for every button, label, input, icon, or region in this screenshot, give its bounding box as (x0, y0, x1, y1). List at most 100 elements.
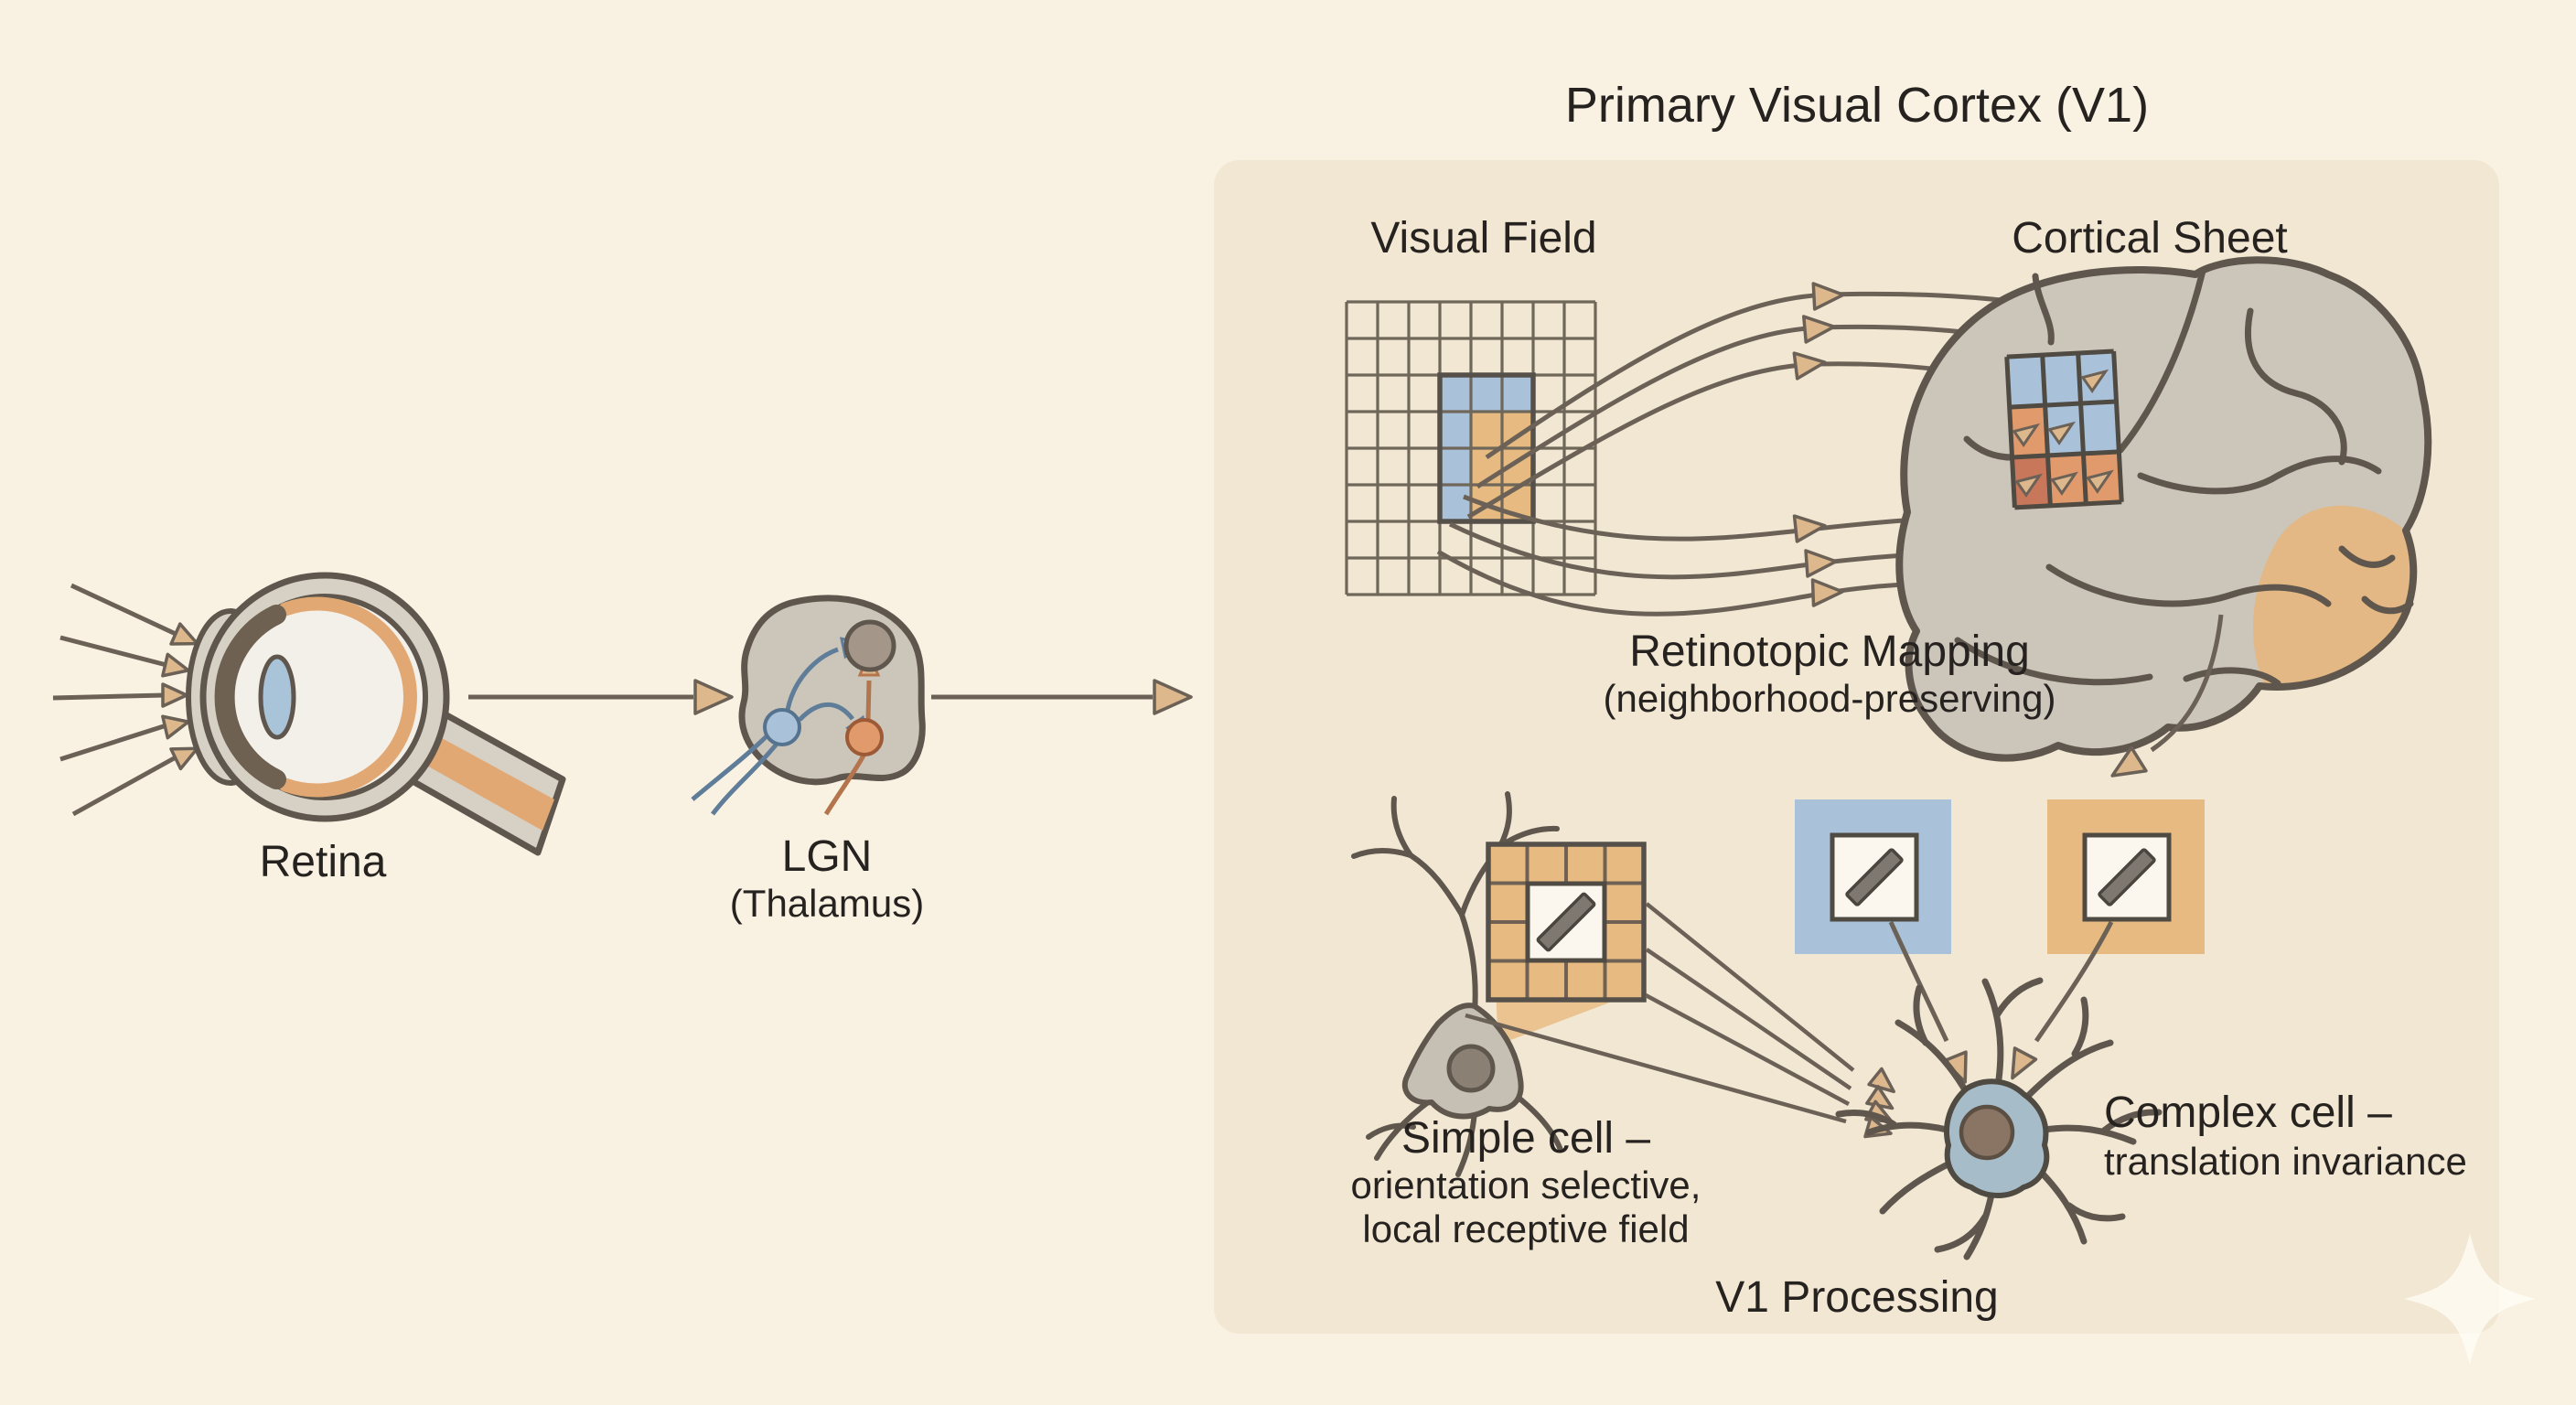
cortical-sheet-label: Cortical Sheet (2012, 214, 2287, 263)
lens (258, 654, 296, 740)
lgn-cell-orange (845, 718, 884, 756)
patch-arrowhead-icon (2080, 369, 2109, 393)
simple-cell-desc2: local receptive field (1362, 1207, 1689, 1250)
patch-line (2014, 499, 2122, 510)
retina-label: Retina (260, 838, 387, 886)
patch-arrowhead-icon (2050, 471, 2078, 496)
brain-gyri (1954, 267, 2414, 687)
complex-stimulus-orange (2047, 799, 2205, 954)
connection-line (1645, 948, 1852, 1090)
oriented-bar-icon (2098, 848, 2156, 906)
arrowhead-icon (1153, 679, 1193, 715)
patch-line (2040, 354, 2053, 507)
simple-cell-receptive-field (1486, 842, 1647, 1003)
lgn-internal-arrow (785, 647, 839, 711)
visual-field-highlight-border (1437, 372, 1536, 524)
arrowhead-icon (161, 682, 188, 708)
patch-arrowhead-icon (2012, 423, 2041, 447)
arrowhead-icon (2110, 745, 2148, 778)
complex-cell-neuron (1835, 977, 2163, 1260)
cortical-patch-arrowheads (2012, 369, 2114, 498)
brain-outline (1895, 256, 2432, 762)
cortical-patch-cells (2006, 351, 2122, 508)
connection-line (1645, 902, 1855, 1072)
grid-cell-blue (1440, 448, 1471, 485)
lgn-illustration (691, 595, 926, 816)
patch-line (2076, 352, 2088, 504)
patch-line (2012, 449, 2120, 460)
arrowhead-icon (1811, 282, 1845, 311)
arrowhead-icon (169, 746, 199, 771)
eye-illustration (186, 572, 566, 856)
grid-cell-blue (1440, 412, 1471, 448)
mapping-label: Retinotopic Mapping (1629, 627, 2030, 676)
arrowhead-icon (161, 652, 190, 678)
patch-cell-blue (2042, 353, 2081, 406)
light-ray (59, 723, 167, 762)
v1-processing-label: V1 Processing (1715, 1273, 1999, 1322)
arrowhead-icon (1804, 549, 1838, 578)
grid-cell-tan (1471, 412, 1502, 448)
arrowhead-icon (1810, 578, 1844, 607)
lgn-input-fiber-blue (691, 730, 773, 801)
patch-line (2111, 350, 2124, 502)
lgn-input-fiber-blue (711, 741, 779, 816)
retina-layer (278, 596, 417, 798)
lgn-sublabel: (Thalamus) (730, 882, 924, 925)
complex-stimulus-blue (1795, 799, 1951, 954)
oriented-bar-icon (1536, 892, 1596, 952)
mapping-sublabel: (neighborhood-preserving) (1604, 677, 2056, 720)
patch-line (2009, 399, 2117, 410)
grid-cell-blue (1440, 485, 1471, 521)
optic-nerve-core (402, 723, 554, 831)
arrowhead-icon (1867, 1067, 1895, 1094)
grid-cell-blue (1502, 375, 1533, 412)
lgn-internal-arrow (798, 702, 854, 722)
connection-line (1644, 993, 1851, 1106)
simple-cell-neuron (1351, 791, 1563, 1177)
brain-to-processing-arrow (2150, 614, 2224, 753)
patch-line (2006, 349, 2114, 359)
arrowhead-icon (161, 714, 190, 740)
lgn-input-fiber-orange (823, 754, 866, 816)
simple-cell-desc1: orientation selective, (1351, 1164, 1701, 1207)
patch-arrowhead-icon (2086, 469, 2114, 494)
lgn-cell-blue (763, 708, 801, 746)
arrowhead-icon (1792, 351, 1827, 381)
brain-illustration (1895, 256, 2432, 762)
light-ray (71, 755, 177, 817)
light-ray (59, 635, 167, 668)
rf-grid-border (1486, 842, 1647, 1003)
lgn-cell-gray (843, 619, 896, 672)
patch-line (2004, 357, 2017, 509)
panel-title: Primary Visual Cortex (V1) (1565, 78, 2149, 133)
arrowhead-icon (693, 679, 734, 715)
sparkle-icon (2404, 1233, 2536, 1365)
light-ray (52, 692, 166, 701)
arrowhead-icon (2011, 1046, 2038, 1080)
occipital-region (2253, 505, 2414, 686)
lgn-internal-arrow (865, 680, 872, 721)
simple-cell-nucleus (1446, 1044, 1496, 1093)
lgn-label: LGN (782, 832, 873, 881)
complex-cell-title: Complex cell – (2104, 1089, 2392, 1137)
arrowhead-icon (1802, 315, 1836, 344)
light-ray (70, 583, 177, 637)
complex-cell-nucleus (1959, 1104, 2015, 1161)
simple-cell-title: Simple cell – (1401, 1114, 1650, 1163)
grid-cell-blue (1471, 375, 1502, 412)
patch-arrowhead-icon (2047, 421, 2077, 445)
iris-ciliary-body (214, 605, 286, 789)
cortical-patch (2004, 349, 2124, 510)
complex-cell-desc1: translation invariance (2104, 1140, 2467, 1183)
oriented-bar-icon (1845, 848, 1904, 906)
orange-box-arrow (2034, 920, 2114, 1043)
patch-arrowhead-icon (2014, 473, 2043, 498)
arrowhead-icon (169, 622, 199, 646)
grid-cell-blue (1440, 375, 1471, 412)
cortical-patch-lines (2004, 349, 2124, 510)
visual-field-label: Visual Field (1370, 214, 1596, 263)
connection-line (1465, 1013, 1847, 1124)
